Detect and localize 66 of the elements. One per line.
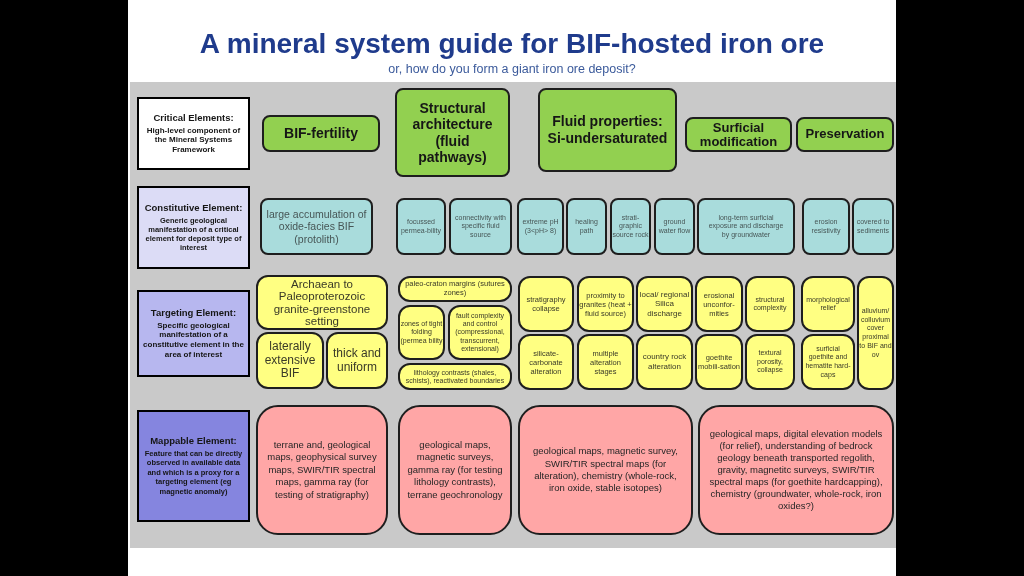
box-label: BIF-fertility: [284, 125, 358, 142]
row-description: Specific geological manifestation of a constitutive element in the area of interest: [142, 320, 245, 360]
targeting-element-box: [398, 276, 512, 302]
mappable-element-box: [256, 405, 388, 535]
box-label: Fluid properties: Si-undersaturated: [546, 112, 669, 148]
box-label: terrane and, geological maps, geophysical survey maps, SWIR/TIR spectral maps, gamma ray (for testing of stratigraphy): [266, 439, 378, 501]
constitutive-element-box: [396, 198, 446, 255]
targeting-element-box: [518, 334, 574, 390]
constitutive-element-box: [566, 198, 607, 255]
targeting-element-box: [256, 332, 324, 389]
row-header-box: [137, 290, 250, 377]
targeting-element-box: [695, 334, 743, 390]
box-label: Preservation: [805, 127, 885, 142]
targeting-element-box: [745, 334, 795, 390]
targeting-element-box: [745, 276, 795, 332]
box-label: thick and uniform: [332, 346, 382, 375]
targeting-element-box: [448, 305, 512, 360]
slide-title: A mineral system guide for BIF-hosted iron ore: [198, 30, 826, 58]
targeting-element-box: [636, 334, 693, 390]
constitutive-element-box: [610, 198, 651, 255]
targeting-element-box: [801, 276, 855, 332]
targeting-element-box: [577, 334, 634, 390]
box-label: laterally extensive BIF: [263, 339, 317, 382]
targeting-element-box: [398, 305, 445, 360]
constitutive-element-box: [517, 198, 564, 255]
targeting-element-box: [398, 363, 512, 390]
row-header-box: [137, 186, 250, 269]
critical-element-box: [538, 88, 677, 172]
targeting-element-box: [695, 276, 743, 332]
box-label: geological maps, digital elevation models (for relief), understanding of bedrock geology beneath transported regolith, gravity, magnetitc surveys, SWIR/TIR spectral maps (for goethite hardcapping), chemistry (groundwater, whole-rock, iron oxides?): [708, 428, 884, 512]
critical-element-box: [685, 117, 792, 152]
targeting-element-box: [518, 276, 574, 332]
box-label: large accumulation of oxide-facies BIF (protolith): [266, 207, 367, 246]
constitutive-element-box: [654, 198, 695, 255]
targeting-element-box: [326, 332, 388, 389]
row-heading: Constitutive Element:: [144, 203, 243, 214]
constitutive-element-box: [852, 198, 894, 255]
box-label: Structural architecture (fluid pathways): [411, 100, 494, 165]
constitutive-element-box: [802, 198, 850, 255]
row-heading: Mappable Element:: [150, 436, 237, 447]
box-label: Surficial modification: [698, 120, 779, 149]
critical-element-box: [262, 115, 380, 152]
box-label: geological maps, magnetic survey, SWIR/TIR spectral maps (for alteration), chemistry (whole-rock, iron oxide, stable isotopes): [531, 445, 679, 495]
row-header-box: [137, 97, 250, 170]
row-heading: Critical Elements:: [153, 113, 234, 125]
mappable-element-box: [518, 405, 693, 535]
constitutive-element-box: [260, 198, 373, 255]
critical-element-box: [796, 117, 894, 152]
box-label: local/ regional Silica discharge: [638, 289, 691, 319]
row-description: High-level component of the Mineral Systems Framework: [145, 126, 242, 154]
box-label: geological maps, magnetic surveys, gamma ray (for testing lithology contrasts), terrane geochronology: [406, 439, 504, 501]
targeting-element-box: [857, 276, 894, 390]
targeting-element-box: [801, 334, 855, 390]
critical-element-box: [395, 88, 510, 177]
constitutive-element-box: [697, 198, 795, 255]
row-header-box: [137, 410, 250, 522]
subtitle: or, how do you form a giant iron ore deposit?: [387, 63, 637, 76]
row-heading: Targeting Element:: [150, 307, 237, 319]
targeting-element-box: [636, 276, 693, 332]
targeting-element-box: [256, 275, 388, 330]
constitutive-element-box: [449, 198, 512, 255]
targeting-element-box: [577, 276, 634, 332]
box-label: Archaean to Paleoproterozoic granite-greenstone setting: [272, 278, 372, 327]
box-label: country rock alteration: [641, 352, 688, 372]
mappable-element-box: [398, 405, 512, 535]
mappable-element-box: [698, 405, 894, 535]
